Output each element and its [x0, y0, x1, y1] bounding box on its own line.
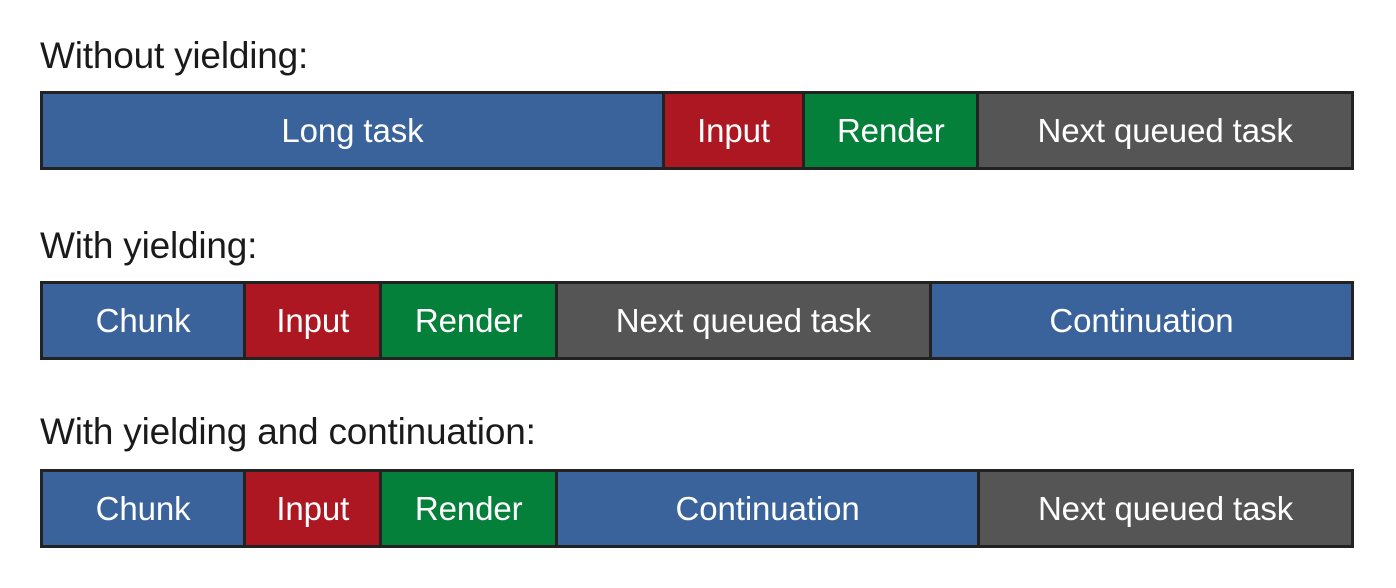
timeline-segment-label: Continuation — [675, 489, 860, 527]
timeline-segment: Input — [246, 284, 383, 357]
timeline-track-with-yielding-and-continuation: Chunk Input Render Continuation Next queued … — [40, 469, 1354, 548]
timeline-segment: Continuation — [557, 472, 981, 545]
timeline-segment: Continuation — [931, 284, 1351, 357]
timeline-segment: Render — [382, 284, 558, 357]
timeline-segment: Next queued task — [979, 94, 1351, 167]
section-heading-without-yielding: Without yielding: — [40, 35, 309, 76]
timeline-segment: Input — [246, 472, 383, 545]
timeline-segment: Chunk — [43, 284, 247, 357]
timeline-segment-label: Render — [836, 111, 945, 149]
timeline-segment-label: Input — [697, 111, 771, 149]
timeline-track-without-yielding: Long task Input Render Next queued task — [40, 91, 1354, 170]
timeline-segment-label: Chunk — [95, 489, 191, 527]
timeline-segment: Next queued task — [980, 472, 1351, 545]
timeline-segment-label: Input — [276, 489, 350, 527]
timeline-segment: Input — [664, 94, 806, 167]
timeline-segment-label: Next queued task — [1037, 111, 1293, 149]
section-heading-with-yielding-and-continuation: With yielding and continuation: — [40, 411, 536, 452]
timeline-segment-label: Next queued task — [615, 301, 872, 339]
section-without-yielding: Without yielding: Long task Input Render Ne… — [0, 0, 1396, 196]
section-with-yielding: With yielding: Chunk Input Render Next queu… — [0, 190, 1396, 380]
timeline-segment-label: Render — [414, 301, 523, 339]
timeline-segment: Next queued task — [557, 284, 932, 357]
timeline-track-with-yielding: Chunk Input Render Next queued task Continua… — [40, 281, 1354, 360]
timeline-segment-label: Input — [276, 301, 350, 339]
section-with-yielding-and-continuation: With yielding and continuation: Chunk Inp… — [0, 378, 1396, 588]
timeline-segment: Render — [805, 94, 980, 167]
timeline-segment: Chunk — [43, 472, 247, 545]
section-heading-with-yielding: With yielding: — [40, 225, 258, 266]
timeline-segment: Long task — [43, 94, 665, 167]
timeline-segment-label: Long task — [281, 111, 424, 149]
timeline-segment-label: Next queued task — [1037, 489, 1294, 527]
timeline-segment-label: Continuation — [1049, 301, 1234, 339]
timeline-segment-label: Render — [414, 489, 523, 527]
timeline-segment: Render — [382, 472, 558, 545]
timeline-segment-label: Chunk — [95, 301, 191, 339]
